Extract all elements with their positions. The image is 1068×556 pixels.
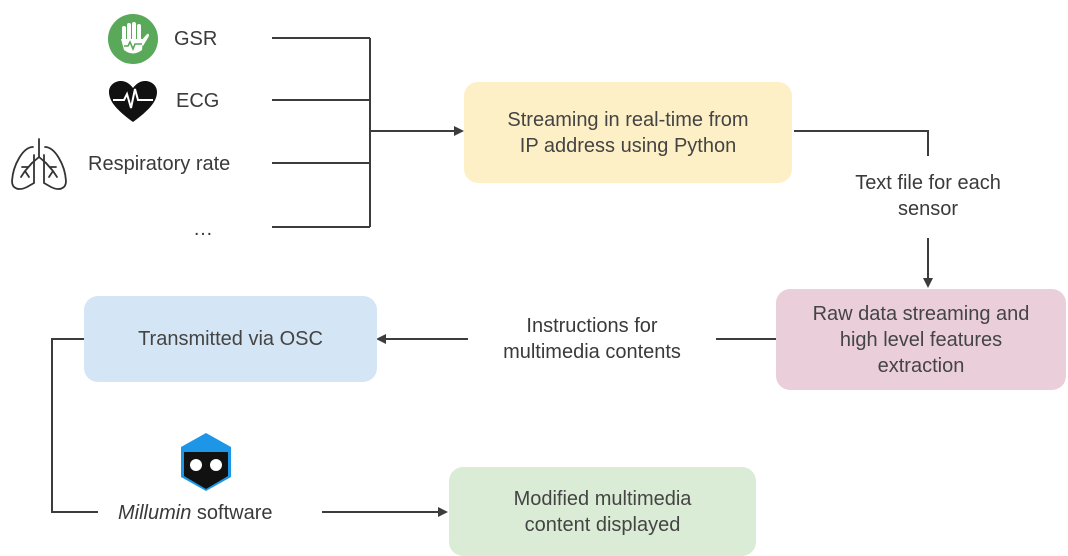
osc-box: Transmitted via OSC — [84, 296, 377, 382]
text-file-label-line-2: sensor — [897, 198, 959, 220]
stream-to-textfile-line — [794, 130, 929, 156]
millumin-suffix: software — [191, 502, 273, 524]
instructions-label: Instructions for multimedia contents — [470, 313, 714, 365]
raw-data-box-line-2: high level features — [839, 328, 1003, 351]
modified-box-line-1: Modified multimedia — [513, 487, 692, 510]
modified-content-box: Modified multimedia content displayed — [449, 467, 756, 556]
osc-to-millumin-line — [51, 338, 98, 513]
raw-data-box-line-3: extraction — [877, 354, 965, 377]
sensor-label-resp: Respiratory rate — [88, 153, 231, 175]
millumin-software-label: Millumin software — [118, 500, 273, 526]
osc-box-line-1: Transmitted via OSC — [138, 328, 323, 350]
modified-box-line-2: content displayed — [524, 513, 681, 536]
millumin-name: Millumin — [118, 502, 192, 524]
millumin-logo-icon — [181, 433, 231, 491]
streaming-box-line-2: IP address using Python — [519, 134, 737, 157]
text-file-label-line-1: Text file for each — [855, 172, 1001, 194]
hand-gsr-icon — [108, 14, 158, 64]
streaming-box: Streaming in real-time from IP address u… — [464, 82, 792, 183]
heart-ecg-icon — [109, 81, 157, 122]
instructions-label-line-1: Instructions for — [526, 315, 658, 337]
lungs-icon — [11, 138, 67, 190]
sensor-label-ecg: ECG — [176, 90, 220, 112]
streaming-box-line-1: Streaming in real-time from — [507, 108, 749, 131]
sensor-label-more: … — [193, 218, 213, 240]
raw-data-box-line-1: Raw data streaming and — [812, 302, 1030, 325]
text-file-label: Text file for each sensor — [828, 170, 1028, 222]
raw-data-box: Raw data streaming and high level featur… — [776, 289, 1066, 390]
sensor-label-gsr: GSR — [174, 28, 218, 50]
instructions-label-line-2: multimedia contents — [503, 341, 681, 363]
